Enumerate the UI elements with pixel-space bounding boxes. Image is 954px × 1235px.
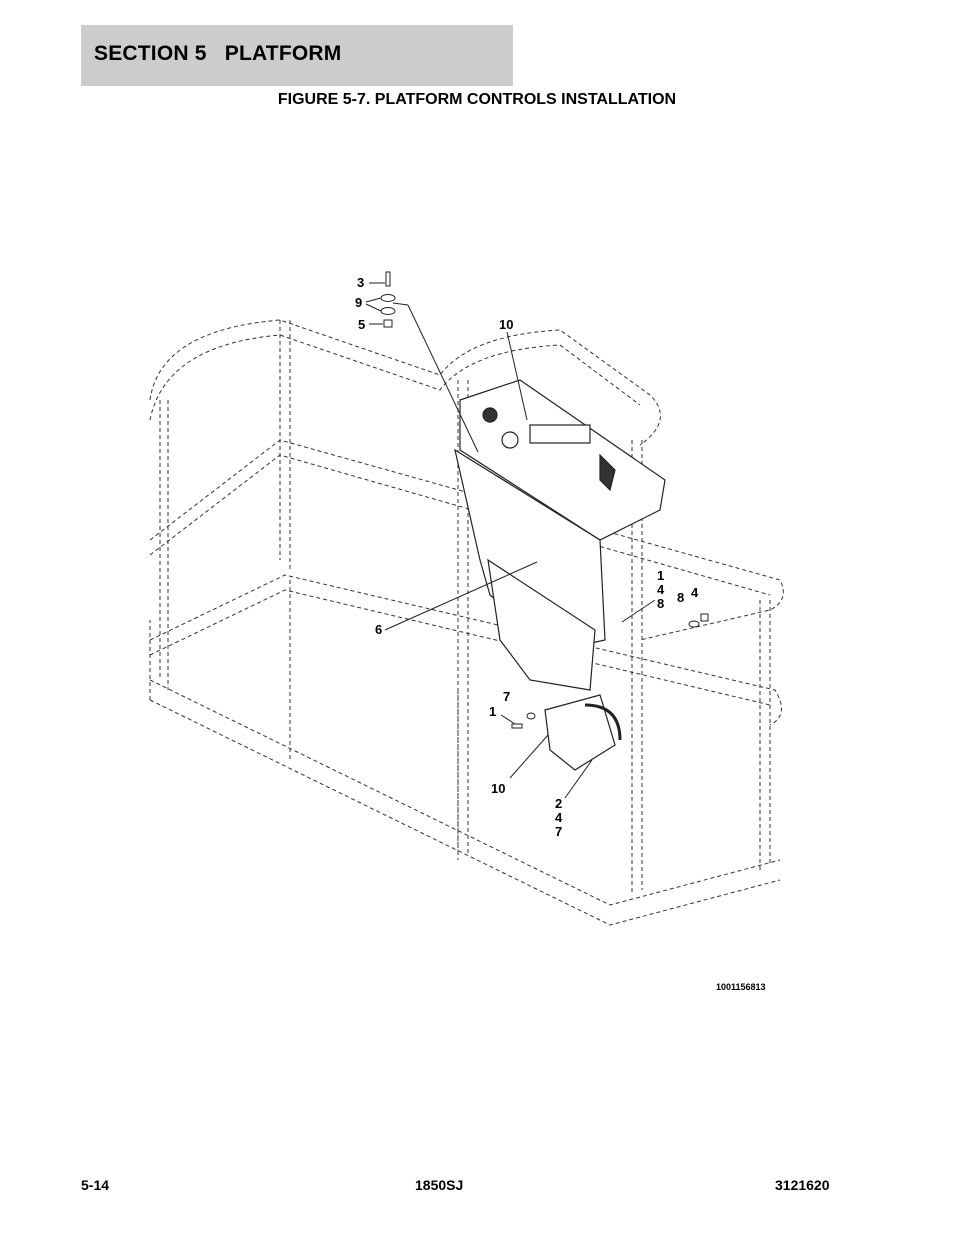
footer-doc-number: 3121620 (775, 1177, 830, 1193)
callout-6: 6 (375, 622, 383, 637)
leader-lines (365, 282, 656, 799)
callout-10-bottom: 10 (491, 781, 506, 796)
callout-10-top: 10 (499, 317, 514, 332)
control-box (454, 379, 666, 691)
footer-page-number: 5-14 (81, 1177, 110, 1193)
callout-4-lower: 4 (555, 810, 563, 825)
callout-7-lower: 7 (555, 824, 563, 839)
platform-rails (149, 319, 784, 926)
callout-5: 5 (358, 317, 366, 332)
callout-9: 9 (355, 295, 363, 310)
callout-4-side: 4 (691, 585, 699, 600)
section-title: SECTION 5 PLATFORM (94, 42, 342, 65)
footer-model: 1850SJ (415, 1177, 464, 1193)
callout-7: 7 (503, 689, 511, 704)
section-banner: SECTION 5 PLATFORM (81, 25, 513, 86)
callout-1-lower: 1 (489, 704, 497, 719)
hardware (380, 271, 709, 729)
callout-2: 2 (555, 796, 563, 811)
callout-3: 3 (357, 275, 365, 290)
drawing-number: 1001156813 (716, 982, 766, 992)
figure-title: FIGURE 5-7. PLATFORM CONTROLS INSTALLATI… (277, 91, 677, 108)
callout-4-upper: 4 (657, 582, 665, 597)
bracket-assembly (544, 694, 622, 771)
callout-8-side: 8 (677, 590, 685, 605)
callout-8-upper: 8 (657, 596, 665, 611)
callout-1-upper: 1 (657, 568, 665, 583)
